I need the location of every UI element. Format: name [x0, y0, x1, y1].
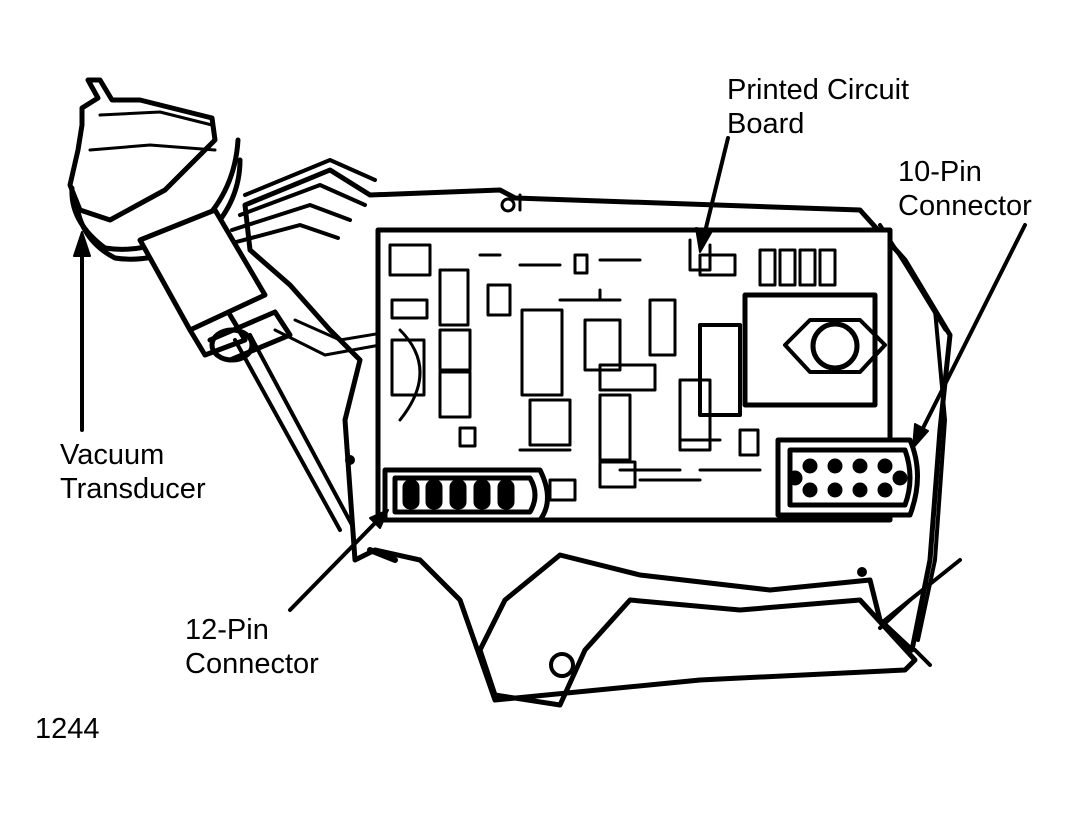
- ten-pin-label-line2: Connector: [898, 190, 1032, 222]
- vacuum-transducer-label-line1: Vacuum: [60, 439, 165, 471]
- pcb-label-line2: Board: [727, 108, 805, 140]
- figure-number: 1244: [35, 713, 100, 745]
- leader-lines: [73, 136, 1027, 612]
- ten-pin-connector: [775, 437, 920, 518]
- twelve-pin-label-line1: 12-Pin: [185, 614, 269, 646]
- arrow-vacuum-transducer: [73, 231, 91, 257]
- vacuum-transducer-label: Vacuum Transducer: [60, 438, 206, 506]
- leader-pcb: [701, 136, 730, 242]
- twelve-pin-label-line2: Connector: [185, 648, 319, 680]
- vacuum-transducer-label-line2: Transducer: [60, 473, 206, 505]
- leader-10-pin: [916, 223, 1027, 440]
- vacuum-transducer: [67, 77, 293, 363]
- arrow-12-pin: [369, 509, 389, 529]
- printed-circuit-board-label: Printed Circuit Board: [727, 73, 909, 141]
- arrow-pcb: [695, 227, 713, 253]
- ten-pin-label-line1: 10-Pin: [898, 156, 982, 188]
- leader-12-pin: [288, 516, 382, 612]
- arrow-10-pin: [912, 423, 929, 449]
- twelve-pin-connector-label: 12-Pin Connector: [185, 613, 319, 681]
- pcb-label-line1: Printed Circuit: [727, 74, 910, 106]
- ten-pin-connector-label: 10-Pin Connector: [898, 155, 1032, 223]
- twelve-pin-connector: [382, 467, 550, 523]
